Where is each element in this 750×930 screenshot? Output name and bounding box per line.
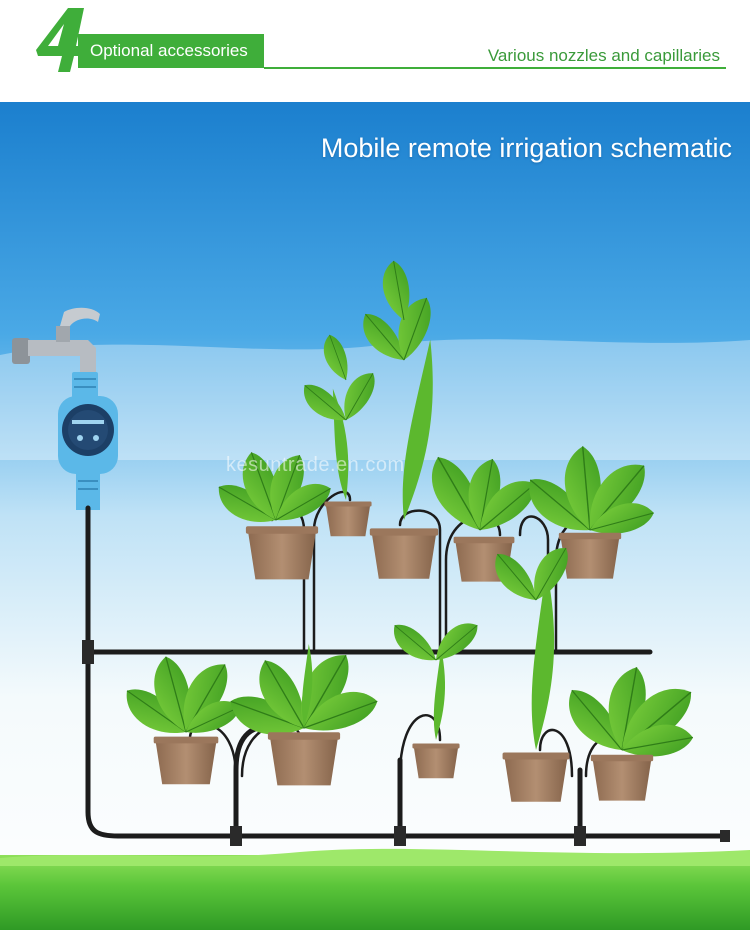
watermark: kesuntrade.en.com — [226, 454, 405, 476]
timer-device-icon — [58, 372, 118, 510]
header-subtitle: Various nozzles and capillaries — [487, 46, 720, 65]
header-tab-label: Optional accessories — [90, 41, 248, 60]
svg-text:4: 4 — [28, 4, 29, 5]
scene-title: Mobile remote irrigation schematic — [320, 133, 732, 163]
faucet-icon — [12, 307, 100, 372]
section-number-4: 4 — [28, 4, 86, 72]
tube-connectors — [82, 640, 730, 846]
header-divider — [264, 67, 726, 69]
header-tab — [78, 34, 264, 68]
scene-illustration — [0, 102, 750, 930]
section-header: 4 Optional accessories Various nozzles a… — [0, 0, 750, 102]
irrigation-scene — [0, 102, 750, 930]
